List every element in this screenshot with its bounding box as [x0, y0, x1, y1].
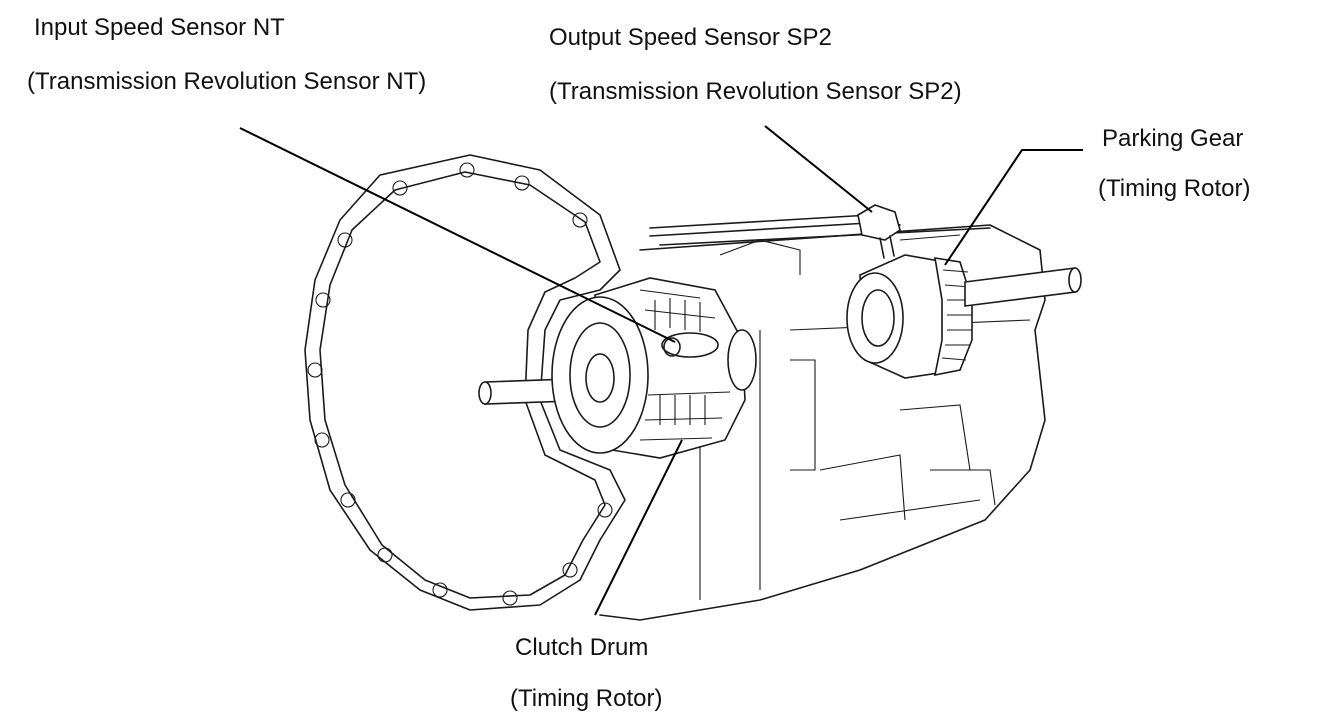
- output-section: [846, 254, 1082, 379]
- leader-parking-gear: [944, 149, 1083, 266]
- input-sensor-label: Input Speed Sensor NT: [34, 14, 285, 41]
- leader-output-sensor: [764, 125, 873, 213]
- leader-input-sensor: [239, 127, 676, 343]
- parking-gear-alt-label: (Timing Rotor): [1098, 175, 1251, 202]
- output-sensor-alt-label: (Transmission Revolution Sensor SP2): [549, 78, 962, 105]
- clutch-drum: [551, 277, 757, 459]
- clutch-drum-label: Clutch Drum: [515, 634, 649, 661]
- bell-housing: [304, 154, 626, 611]
- input-sensor-alt-label: (Transmission Revolution Sensor NT): [27, 68, 427, 95]
- leader-clutch-drum: [594, 439, 683, 616]
- input-speed-sensor: [661, 332, 719, 358]
- output-speed-sensor: [857, 204, 901, 259]
- output-sensor-label: Output Speed Sensor SP2: [549, 24, 832, 51]
- clutch-drum-alt-label: (Timing Rotor): [510, 685, 663, 712]
- parking-gear-label: Parking Gear: [1102, 125, 1244, 152]
